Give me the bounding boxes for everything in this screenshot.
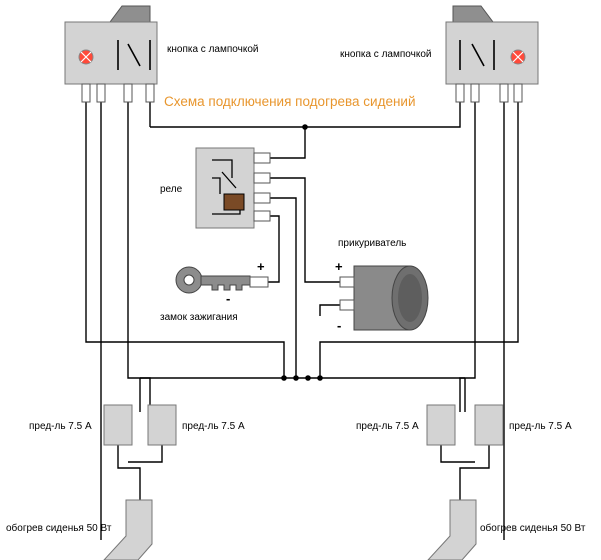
wire-left-c — [127, 102, 151, 412]
ignition-terminal — [249, 276, 269, 288]
button-cap — [109, 5, 151, 23]
lighter-minus-sign: - — [337, 318, 341, 333]
wires — [85, 102, 519, 540]
button-terminals — [81, 83, 155, 103]
wire-top-to-relay — [270, 127, 306, 159]
lamp-icon — [510, 49, 526, 65]
relay-contacts-icon — [212, 159, 241, 215]
switch-contact-icon — [459, 40, 495, 70]
relay-body — [195, 147, 255, 229]
wire-relay-bus-1 — [270, 197, 297, 378]
lighter-plus-sign: + — [335, 259, 343, 274]
wire-relay-lighter — [270, 177, 340, 283]
junction-dot — [305, 375, 311, 381]
label-relay: реле — [160, 184, 183, 195]
junction-dots — [281, 124, 323, 381]
relay-coil-icon — [223, 193, 245, 211]
wire-right-a — [319, 102, 519, 378]
seat-heaters — [103, 499, 477, 560]
diagram-title: Схема подключения подогрева сидений — [164, 94, 416, 109]
wire-top-bus — [150, 102, 461, 128]
wire-right-c — [459, 102, 476, 412]
wire-left-a — [85, 102, 285, 378]
label-heater-left: обогрев сиденья 50 Вт — [6, 522, 112, 534]
cigarette-lighter-icon — [339, 265, 429, 331]
label-button-right: кнопка с лампочкой — [340, 49, 431, 60]
fuse-2 — [147, 404, 177, 446]
wire-fuse1-down — [117, 445, 141, 505]
fuse-1 — [103, 404, 133, 446]
seat-heater-right — [427, 499, 477, 560]
seat-heater-left — [103, 499, 153, 560]
junction-dot — [317, 375, 323, 381]
fuse-3 — [426, 404, 456, 446]
lighter-terminal-plus — [339, 276, 355, 288]
switch-contact-icon — [117, 40, 151, 70]
label-button-left: кнопка с лампочкой — [167, 44, 258, 55]
fuse-4 — [474, 404, 504, 446]
left-button-with-lamp — [64, 5, 158, 103]
button-terminals — [455, 83, 523, 103]
label-fuse-4: пред-ль 7.5 А — [509, 421, 572, 432]
junction-dot — [302, 124, 308, 130]
relay-terminals — [253, 152, 271, 222]
wire-relay-bus-2 — [268, 215, 280, 283]
label-fuse-3: пред-ль 7.5 А — [356, 421, 419, 432]
wire-lighter-minus — [319, 304, 340, 316]
relay — [195, 147, 271, 229]
junction-dot — [293, 375, 299, 381]
junction-dot — [281, 375, 287, 381]
ignition-minus-sign: - — [226, 291, 230, 306]
right-button-with-lamp — [445, 5, 539, 103]
lamp-icon — [78, 49, 94, 65]
ignition-plus-sign: + — [257, 259, 265, 274]
wire-fuse4-down — [459, 445, 490, 505]
wire-fuse2-down — [128, 445, 163, 463]
label-fuse-2: пред-ль 7.5 А — [182, 421, 245, 432]
label-heater-right: обогрев сиденья 50 Вт — [480, 522, 586, 534]
label-lighter: прикуриватель — [338, 238, 406, 249]
ignition-key-icon — [175, 266, 269, 294]
label-ignition: замок зажигания — [160, 312, 238, 323]
wire-fuse3-down — [440, 445, 475, 463]
fuses — [103, 404, 504, 446]
lighter-terminal-minus — [339, 299, 355, 311]
button-body — [64, 21, 158, 85]
label-fuse-1: пред-ль 7.5 А — [29, 421, 92, 432]
button-cap — [452, 5, 494, 23]
